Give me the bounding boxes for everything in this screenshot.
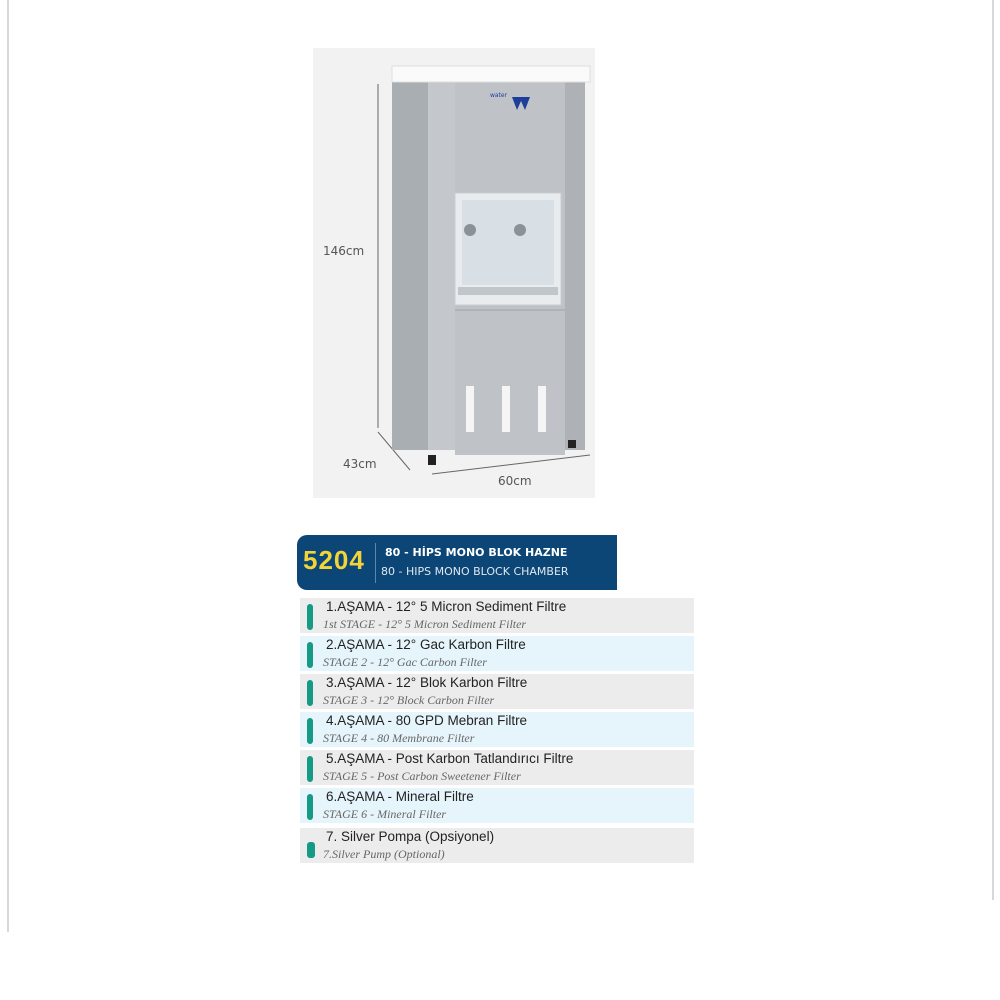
stage-title: 7. Silver Pompa (Opsiyonel) <box>326 829 495 844</box>
frame-border-right <box>992 0 994 900</box>
stage-title: 2.AŞAMA - 12° Gac Karbon Filtre <box>326 637 526 652</box>
stage-title: 5.AŞAMA - Post Karbon Tatlandırıcı Filtr… <box>326 751 574 766</box>
divider <box>375 543 376 583</box>
frame-border-left <box>7 0 9 932</box>
depth-dimension: 43cm <box>343 457 377 471</box>
model-banner: 5204 80 - HİPS MONO BLOK HAZNE 80 - HIPS… <box>297 535 617 590</box>
height-dimension: 146cm <box>323 244 365 258</box>
stage-row: 5.AŞAMA - Post Karbon Tatlandırıcı Filtr… <box>300 750 694 785</box>
pump-icon <box>307 842 315 858</box>
stage-title: 4.AŞAMA - 80 GPD Mebran Filtre <box>326 713 528 728</box>
stage-subtitle: STAGE 3 - 12° Block Carbon Filter <box>323 693 495 707</box>
model-code: 5204 <box>303 545 365 575</box>
water-cooler-illustration <box>377 65 591 475</box>
stage-subtitle: STAGE 2 - 12° Gac Carbon Filter <box>323 655 487 669</box>
stage-row: 7. Silver Pompa (Opsiyonel) 7.Silver Pump… <box>300 828 694 863</box>
model-title-tr: 80 - HİPS MONO BLOK HAZNE <box>385 546 568 559</box>
brand-logo: water <box>490 92 508 99</box>
stage-subtitle: STAGE 6 - Mineral Filter <box>323 807 447 821</box>
stage-title: 1.AŞAMA - 12° 5 Micron Sediment Filtre <box>326 599 567 614</box>
stage-title: 6.AŞAMA - Mineral Filtre <box>326 789 474 804</box>
stage-row: 1.AŞAMA - 12° 5 Micron Sediment Filtre 1s… <box>300 598 694 633</box>
filter-icon <box>307 794 313 820</box>
filter-icon <box>307 756 313 782</box>
stage-subtitle: STAGE 4 - 80 Membrane Filter <box>323 731 475 745</box>
model-title-en: 80 - HIPS MONO BLOCK CHAMBER <box>381 565 569 578</box>
stage-title: 3.AŞAMA - 12° Blok Karbon Filtre <box>326 675 528 690</box>
stage-subtitle: STAGE 5 - Post Carbon Sweetener Filter <box>323 769 521 783</box>
stage-subtitle: 7.Silver Pump (Optional) <box>323 847 445 861</box>
filter-icon <box>307 604 313 630</box>
filter-icon <box>307 680 313 706</box>
filter-icon <box>307 718 313 744</box>
filter-icon <box>307 642 313 668</box>
stage-subtitle: 1st STAGE - 12° 5 Micron Sediment Filter <box>323 617 527 631</box>
width-dimension: 60cm <box>498 474 532 488</box>
